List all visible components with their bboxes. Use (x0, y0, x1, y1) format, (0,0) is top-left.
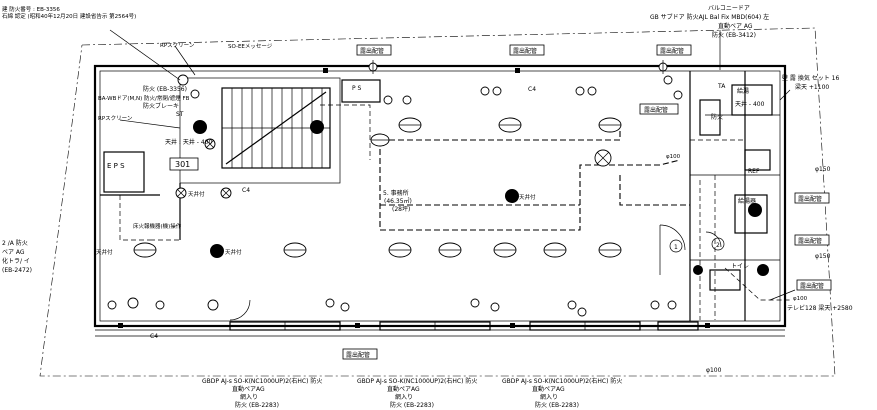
top-right-note-2: GB サブドア 防火AJL Bal Fix MBD(604) 左 (650, 13, 769, 21)
ceiling-lights (133, 117, 622, 258)
phi150-label-b: φ150 (815, 253, 831, 260)
window-note-1-line3: 網入り (240, 393, 258, 401)
floor-note: 床火報機器(機)操作 (133, 222, 182, 230)
st-label: ST (176, 111, 184, 118)
window-note-3-line2: 直動ペアAG (532, 385, 565, 393)
tenjo-label-4: 天井付 (96, 248, 113, 256)
eps-shaft (103, 151, 145, 193)
fire-right-label: 防火 (711, 113, 723, 121)
office-name: 5. 事務所 (383, 189, 409, 197)
right-equipment (699, 84, 773, 291)
stair-enclosure (179, 77, 341, 184)
top-right-note-3: 直動ベア AG (718, 22, 753, 30)
tenjo-label-2: 天井付 (225, 248, 242, 256)
door-tag-2: 2 (716, 242, 720, 249)
exposed-pipe-label-5: 露出配管 (798, 195, 822, 203)
rp-screen-mid-label: RPスクリーン (98, 115, 133, 122)
exposed-pipe-label-8: 露出配管 (346, 351, 370, 359)
phi100-label-c: φ100 (706, 367, 722, 374)
supply2-label: 給湯器 (738, 197, 756, 205)
left-note-1: 2 /A 防火 (2, 239, 28, 247)
toilet-label: トイレ (731, 263, 749, 270)
top-left-note-2: 石綿 認定 (昭和40年12月20日 建設省告示 第2564号) (2, 12, 136, 20)
ceiling-right-label: 天井 - 400 (735, 100, 765, 108)
wiring-runs (119, 104, 790, 320)
door-tag-1: 1 (674, 244, 678, 251)
room-number: 301 (175, 160, 190, 169)
outlet-symbols-top (177, 60, 683, 105)
window-note-2-line1: GBDP AJ-s SO-K(NC1000UP)2(右HC) 防火 (357, 377, 477, 385)
window-note-3-line1: GBDP AJ-s SO-K(NC1000UP)2(右HC) 防火 (502, 377, 622, 385)
window-note-1-line2: 直動ペアAG (232, 385, 265, 393)
exposed-pipe-label-4: 露出配管 (644, 106, 668, 114)
c4-top-label: C4 (528, 86, 536, 93)
outlet-symbols-bottom (107, 297, 677, 317)
exposed-pipe-label-2: 露出配管 (513, 47, 537, 55)
window-note-3-line4: 防火 (EB-2283) (535, 401, 579, 409)
ba-door-label: BA-WBドア(M,N) 防火/常閉/遮煙 FB (98, 94, 190, 102)
downlights (193, 120, 769, 276)
building-inner-wall (99, 70, 781, 322)
right-note-2: 梁天 +1100 (795, 83, 829, 91)
supply-label: 給湯 (737, 87, 749, 95)
ps-shaft (341, 79, 381, 103)
top-left-note-1: 建 防火番号 : EB-3356 (2, 5, 60, 13)
door-swings (229, 224, 725, 321)
tenjo-label-1: 天井付 (188, 190, 205, 198)
window-note-2-line4: 防火 (EB-2283) (390, 401, 434, 409)
tenjo-label-3: 天井付 (519, 193, 536, 201)
exposed-pipe-label-6: 露出配管 (798, 237, 822, 245)
exposed-pipe-tags (169, 44, 832, 360)
ceiling-label: 天井 : 天井 - 400 (165, 138, 212, 146)
fire-brake-label: 防火ブレーキ (143, 102, 179, 110)
left-note-3: 化トラ/ イ (2, 257, 30, 265)
ps-label: P S (352, 85, 362, 92)
phi150-label-a: φ150 (815, 166, 831, 173)
rp-screen-top-label: RPスクリーン (160, 42, 195, 49)
eps-label: E P S (107, 162, 125, 170)
window-note-1-line4: 防火 (EB-2283) (235, 401, 279, 409)
tv-note: テレビ128 梁天 +2580 (787, 304, 853, 312)
staircase (221, 87, 331, 169)
so-ee-label: SO-EEメッセージ (228, 43, 273, 50)
ref-label: REF (748, 168, 760, 175)
phi100-label-a: φ100 (666, 154, 681, 160)
window-note-3-line3: 網入り (540, 393, 558, 401)
site-boundary (39, 27, 836, 377)
office-tsubo: (28坪) (392, 205, 410, 213)
exposed-pipe-label-1: 露出配管 (360, 47, 384, 55)
column-grid-marks (95, 68, 785, 337)
exit-symbols (175, 138, 612, 199)
window-note-2-line3: 網入り (395, 393, 413, 401)
left-note-4: (EB-2472) (2, 267, 32, 274)
office-area: (46.35㎡) (384, 197, 412, 205)
fire-door-label: 防火 (EB-3356) (143, 85, 187, 93)
window-note-1-line1: GBDP AJ-s SO-K(NC1000UP)2(右HC) 防火 (202, 377, 322, 385)
window-note-2-line2: 直動ペアAG (387, 385, 420, 393)
top-right-note-1: バルコニードア (708, 5, 750, 12)
ta-label: TA (717, 83, 726, 90)
exposed-pipe-label-3: 露出配管 (660, 47, 684, 55)
leader-lines (109, 29, 796, 301)
exposed-pipe-label-7: 露出配管 (800, 282, 824, 290)
right-note-1: 壁 露 換気 セット 16 (782, 74, 839, 82)
c4-bottom-label: C4 (150, 333, 158, 340)
top-right-note-4: 防火 (EB-3412) (712, 31, 756, 39)
phi100-label-b: φ100 (793, 296, 808, 302)
left-note-2: ベア AG (2, 249, 25, 256)
building-outer-wall (93, 64, 787, 328)
c4-left-label: C4 (242, 187, 250, 194)
